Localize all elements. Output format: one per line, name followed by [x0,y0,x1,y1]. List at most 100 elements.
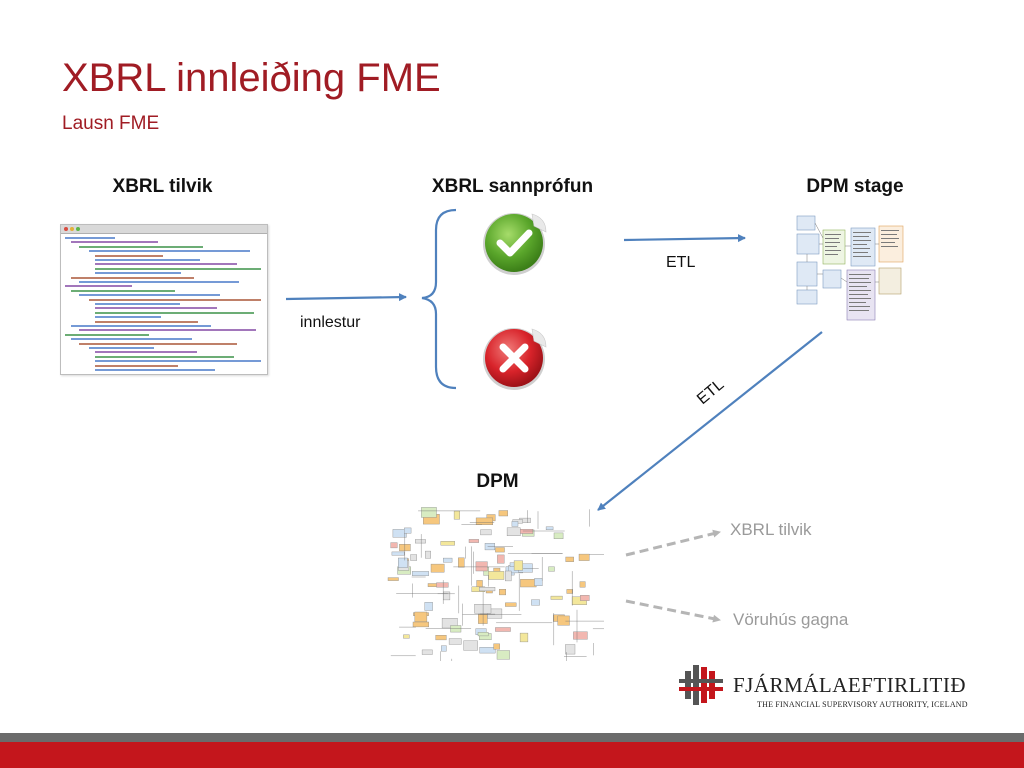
dpm-table-box [410,554,417,561]
dpm-table-box [499,588,507,596]
dpm-table-box [513,560,523,571]
dpm-table-box [506,527,521,536]
fme-logo-name: FJÁRMÁLAEFTIRLITIÐ [733,673,966,697]
minimize-dot-icon [70,227,74,231]
innlestur-label: innlestur [300,314,361,331]
heading-dpm-stage: DPM stage [806,176,904,197]
footer-red-bar [0,742,1024,768]
dpm-table-box [387,577,399,581]
dpm-table-box [550,595,563,600]
dpm-table-box [496,650,510,660]
xml-code-line [79,281,239,283]
dpm-table-box [505,602,517,607]
xml-code-line [95,263,237,266]
dpm-table-box [493,643,500,650]
xml-code-line [95,311,254,314]
xml-code-line [95,307,217,310]
innlestur-arrow [285,293,407,302]
output-xbrl-tilvik: XBRL tilvik [730,520,812,539]
dpm-table-box [565,644,576,655]
dpm-table-box [424,602,433,611]
output-voruhus-gagna: Vöruhús gagna [733,610,849,629]
xbrl-instance-screenshot [60,224,268,375]
dpm-table-box [390,542,398,549]
dpm-table-box [498,510,509,517]
zoom-dot-icon [76,227,80,231]
xml-code-line [95,254,163,257]
cross-icon [480,323,550,393]
xml-code-line [95,355,234,358]
xml-code-line [95,369,215,371]
xml-code-line [65,237,115,239]
xml-code-line [79,294,220,297]
dpm-table-box [430,563,445,573]
fme-logo-tagline: THE FINANCIAL SUPERVISORY AUTHORITY, ICE… [757,700,968,709]
dpm-table-box [436,582,449,588]
dpm-table-box [479,646,496,654]
slide-title: XBRL innleiðing FME [62,56,441,100]
dpm-table-box [421,507,437,518]
dpm-table-box [487,608,503,619]
xml-code-line [79,342,237,345]
xml-code-line [89,250,250,253]
xml-code-line [95,351,197,354]
dpm-table-box [440,541,455,546]
dpm-table-box [468,539,479,543]
dpm-table-box [578,553,590,561]
dpm-table-box [553,532,564,539]
dpm-table-box [580,595,590,601]
dpm-table-box [557,615,570,626]
dpm-table-box [441,645,447,652]
dpm-table-box [414,611,428,623]
fme-logo-icon [679,665,723,705]
dpm-table-box [421,649,433,655]
xml-code-line [79,329,256,332]
xml-code-line [95,316,161,319]
dpm-stage-diagram [787,212,909,322]
xml-code-line [95,272,181,275]
dpm-table-box [573,631,588,640]
dpm-table-box [497,554,505,564]
footer-gray-bar [0,733,1024,742]
dpm-table-box [477,632,489,637]
slide-subtitle: Lausn FME [62,113,160,134]
xml-code-line [71,276,194,279]
heading-xbrl-sannprofun: XBRL sannprófun [431,176,594,197]
window-titlebar [61,225,267,234]
dpm-table-box [412,571,429,576]
xml-code-line [65,333,149,336]
dpm-table-box [448,638,462,645]
dpm-table-box [511,521,519,527]
etl-diagonal-arrow [597,331,823,511]
dashed-arrow-voruhus [625,599,721,623]
etl-top-arrow [623,234,746,243]
dpm-table-box [534,578,543,587]
dpm-table-box [443,557,453,563]
dpm-table-box [463,640,478,651]
xml-code-line [95,320,198,323]
dpm-table-box [519,632,529,643]
heading-xbrl-tilvik: XBRL tilvik [112,176,213,197]
heading-dpm: DPM [476,471,519,492]
dpm-table-box [565,556,574,562]
xml-code-line [79,245,203,248]
dpm-table-box [495,547,505,553]
xml-code-line [71,241,158,244]
dpm-table-box [480,529,492,536]
dpm-table-box [545,526,554,530]
dpm-table-box [475,561,488,572]
dpm-table-box [478,586,496,592]
dpm-schema-graphic [387,507,604,661]
dpm-table-box [579,581,586,588]
xml-code-line [89,298,261,301]
xml-code-line [95,360,261,363]
dpm-table-box [425,550,431,559]
dpm-diagram [386,505,606,663]
dpm-table-box [397,557,408,569]
dpm-table-box [403,634,410,639]
dpm-table-box [548,566,555,572]
dpm-table-box [415,539,426,544]
dpm-table-box [441,617,458,629]
xml-code-line [71,289,175,292]
